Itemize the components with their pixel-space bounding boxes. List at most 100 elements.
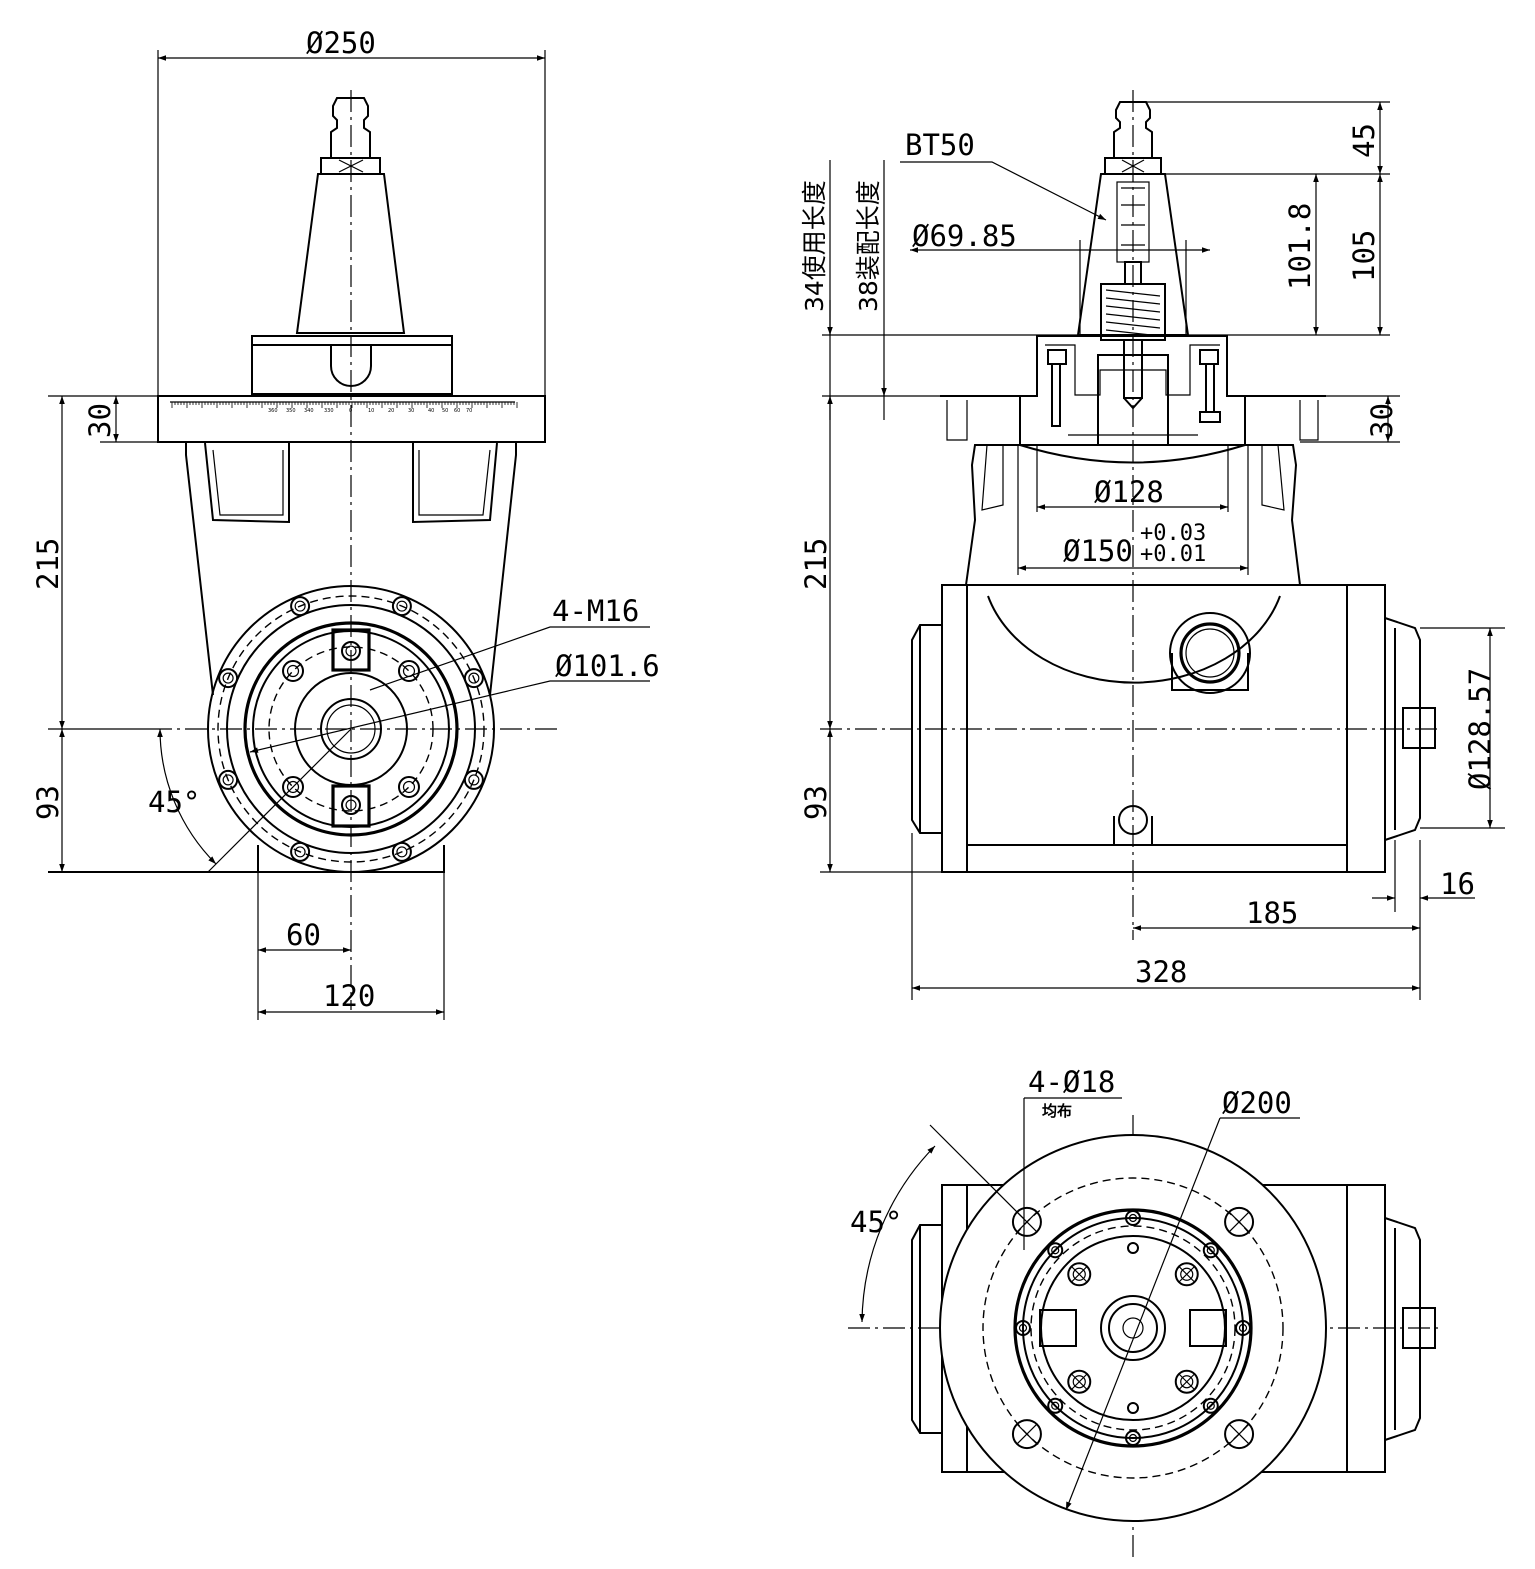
bolt-hole-inner — [286, 780, 300, 794]
flange-bolt — [1125, 1210, 1141, 1226]
pin-hole — [1127, 1242, 1139, 1254]
bolt-hole-inner — [396, 846, 408, 858]
dim-diameter-250: Ø250 — [306, 26, 376, 60]
mount-hole-cross — [1016, 1211, 1038, 1233]
bolt-hole-inner — [294, 846, 306, 858]
bolt-hole-inner — [396, 600, 408, 612]
bolt-hole-inner — [294, 600, 306, 612]
tool-shank — [251, 97, 453, 395]
scale-mark: 360 — [268, 408, 278, 414]
flange-bolt — [1202, 1397, 1219, 1414]
head-body — [48, 442, 517, 873]
flange-bolt — [1202, 1242, 1219, 1259]
crossed-bolt-inner — [1072, 1267, 1086, 1281]
label-4-holes-18: 4-Ø18 — [1028, 1065, 1115, 1099]
dim-width-185: 185 — [1246, 896, 1298, 930]
scale-mark: 70 — [466, 408, 472, 414]
label-evenly-spaced: 均布 — [1042, 1102, 1072, 1120]
flange-bolt — [1015, 1320, 1031, 1336]
dim-width-16: 16 — [1440, 867, 1475, 901]
bolt-hole — [341, 641, 361, 661]
bolt-hole — [391, 596, 412, 617]
spindle-flange — [207, 585, 495, 873]
mount-hole-cross — [1016, 1423, 1038, 1445]
scale-mark: 50 — [442, 408, 448, 414]
label-4-m16: 4-M16 — [552, 594, 639, 628]
tolerance-upper: +0.03 — [1140, 521, 1206, 546]
dim-height-93: 93 — [31, 785, 65, 820]
crossed-bolt — [1174, 1369, 1199, 1394]
flange-bolt — [1235, 1320, 1251, 1336]
flange-bolt-inner — [1051, 1246, 1060, 1255]
crossed-bolt — [1067, 1369, 1092, 1394]
bolt-hole-inner — [402, 780, 416, 794]
bolt-hole-inner — [468, 672, 480, 684]
flange-bolt-inner — [1206, 1401, 1215, 1410]
bolt-hole — [282, 775, 305, 798]
scale-mark: 30 — [408, 408, 414, 414]
dim-height-105: 105 — [1347, 230, 1381, 282]
label-fit-length: 38装配长度 — [854, 180, 883, 312]
bolt-hole — [282, 660, 305, 683]
tolerance-lower: +0.01 — [1140, 542, 1206, 567]
dim-width-328: 328 — [1135, 955, 1187, 989]
bolt-hole-inner — [286, 664, 300, 678]
crossed-bolt-inner — [1072, 1375, 1086, 1389]
dim-height-30: 30 — [83, 403, 117, 438]
mount-hole — [1011, 1206, 1042, 1237]
scale-mark: 60 — [454, 408, 460, 414]
scale-mark: 330 — [324, 408, 334, 414]
dim-diameter-128-57: Ø128.57 — [1463, 668, 1497, 790]
bolt-hole-inner — [468, 774, 480, 786]
crossed-bolt — [1067, 1262, 1092, 1287]
scale-mark: 40 — [428, 408, 434, 414]
front-view: 360 350 340 330 0 10 20 30 40 50 60 70 — [31, 26, 660, 1020]
dim-height-93-side: 93 — [799, 785, 833, 820]
bolt-hole-inner — [222, 774, 234, 786]
mount-hole-cross — [1228, 1211, 1250, 1233]
scale-mark: 340 — [304, 408, 314, 414]
crossed-bolt-cross — [1178, 1373, 1196, 1391]
scale-mark: 10 — [368, 408, 374, 414]
mount-hole-cross — [1228, 1423, 1250, 1445]
dim-width-60: 60 — [286, 918, 321, 952]
bolt-hole — [290, 596, 311, 617]
bolt-hole — [341, 795, 361, 815]
flange-bolt-inner — [1051, 1401, 1060, 1410]
dim-width-120: 120 — [323, 979, 375, 1013]
bolt-hole — [218, 668, 239, 689]
bolt-hole — [218, 769, 239, 790]
scale-mark: 350 — [286, 408, 296, 414]
flange-bolt — [1047, 1242, 1064, 1259]
label-use-length: 34使用长度 — [800, 180, 829, 312]
flange-bolt-inner — [1238, 1323, 1248, 1333]
bolt-hole-inner — [222, 672, 234, 684]
label-diameter-200: Ø200 — [1222, 1086, 1292, 1120]
dim-diameter-150: Ø150 — [1063, 534, 1133, 568]
dim-height-101-8: 101.8 — [1283, 203, 1317, 290]
dim-height-30-side: 30 — [1365, 403, 1399, 438]
flange-bolt-inner — [1128, 1433, 1138, 1443]
crossed-bolt-cross — [1070, 1265, 1088, 1283]
mount-hole — [1224, 1206, 1255, 1237]
dim-height-215: 215 — [31, 538, 65, 590]
dim-diameter-69-85: Ø69.85 — [912, 219, 1017, 253]
dim-angle-45: 45° — [148, 785, 200, 819]
pin-hole — [1127, 1402, 1139, 1414]
bolt-hole — [391, 841, 412, 862]
bolt-hole-inner — [345, 799, 357, 811]
bolt-hole — [397, 660, 420, 683]
scale-mark: 0 — [349, 408, 352, 414]
front-dimensions: Ø250 30 215 93 60 120 4-M16 Ø101.6 — [31, 26, 660, 1020]
bolt-hole — [397, 775, 420, 798]
dim-angle-45-bottom: 45° — [850, 1205, 902, 1239]
mount-hole — [1011, 1419, 1042, 1450]
bolt-hole — [463, 668, 484, 689]
scale-mark: 20 — [388, 408, 394, 414]
crossed-bolt-inner — [1180, 1375, 1194, 1389]
crossed-bolt-cross — [1070, 1373, 1088, 1391]
side-view: BT50 34使用长度 38装配长度 Ø69.85 45 101.8 105 — [799, 90, 1505, 1000]
bolt-hole-inner — [345, 645, 357, 657]
